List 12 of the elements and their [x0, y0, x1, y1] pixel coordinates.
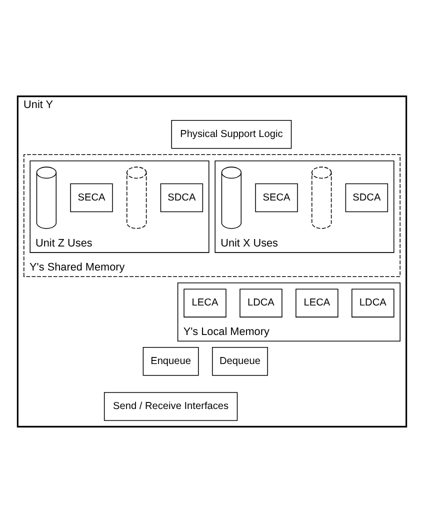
node-box: Enqueue: [142, 347, 199, 376]
node-box: Physical Support Logic: [171, 120, 292, 149]
node-box: SECA: [255, 183, 298, 212]
node-box: Dequeue: [212, 347, 268, 376]
node-box: LDCA: [240, 288, 282, 318]
node-box: LECA: [296, 288, 338, 318]
node-box: LECA: [184, 288, 226, 318]
node-box: SDCA: [345, 183, 388, 212]
node-box: Send / Receive Interfaces: [104, 392, 238, 421]
node-box: LDCA: [352, 288, 394, 318]
node-box: SECA: [70, 183, 113, 212]
node-box: SDCA: [160, 183, 204, 212]
